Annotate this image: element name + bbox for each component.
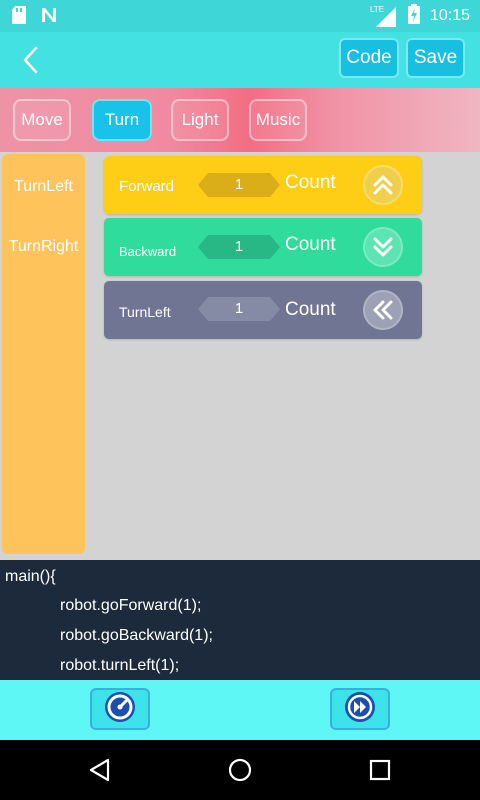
block-palette: TurnLeft TurnRight [2,154,85,554]
code-line: robot.turnLeft(1); [60,657,180,674]
clock: 10:15 [429,7,470,24]
count-value: 1 [234,300,244,317]
tab-light[interactable]: Light [171,99,229,141]
block-turnleft[interactable]: TurnLeft 1 Count [104,281,422,339]
system-nav-bar [0,740,480,800]
palette-item-turnright[interactable]: TurnRight [8,238,79,255]
code-line: main(){ [5,568,56,585]
block-label: Backward [119,244,177,259]
count-input[interactable]: 1 [198,173,280,197]
code-button[interactable]: Code [339,38,399,78]
count-value: 1 [234,238,244,255]
network-type: LTE [369,5,385,14]
block-forward[interactable]: Forward 1 Count [104,156,422,214]
code-preview: main(){ robot.goForward(1); robot.goBack… [0,560,480,680]
run-button[interactable] [330,688,390,730]
tab-music[interactable]: Music [249,99,307,141]
count-unit: Count [285,299,336,320]
sd-card-icon [12,6,26,28]
bottom-action-bar [0,680,480,740]
count-input[interactable]: 1 [198,297,280,321]
app-bar: Code Save [0,32,480,88]
code-line: robot.goForward(1); [60,597,202,614]
count-unit: Count [285,234,336,255]
tab-turn[interactable]: Turn [92,99,152,141]
speed-button[interactable] [90,688,150,730]
signal-icon: LTE [370,5,398,27]
category-tabs: Move Turn Light Music [0,88,480,152]
double-chevron-left-icon[interactable] [363,290,403,330]
fast-forward-icon [343,690,377,728]
double-chevron-up-icon[interactable] [363,165,403,205]
block-label: Forward [119,178,175,195]
nav-home-icon[interactable] [228,758,252,786]
workspace: TurnLeft TurnRight Forward 1 Count Backw… [0,152,480,560]
save-button[interactable]: Save [406,38,465,78]
double-chevron-down-icon[interactable] [363,227,403,267]
battery-charging-icon [407,4,420,28]
chevron-left-icon [16,46,48,82]
count-value: 1 [234,176,244,193]
speedometer-icon [103,690,137,728]
tab-move[interactable]: Move [13,99,71,141]
palette-item-turnleft[interactable]: TurnLeft [14,178,73,195]
block-backward[interactable]: Backward 1 Count [104,218,422,276]
nav-recents-icon[interactable] [369,759,391,785]
block-label: TurnLeft [119,304,171,320]
n-notification-icon [40,6,58,28]
back-button[interactable] [16,42,48,78]
nav-back-icon[interactable] [88,758,110,786]
count-input[interactable]: 1 [198,235,280,259]
code-line: robot.goBackward(1); [60,627,213,644]
status-bar: LTE 10:15 [0,0,480,32]
count-unit: Count [285,172,336,193]
